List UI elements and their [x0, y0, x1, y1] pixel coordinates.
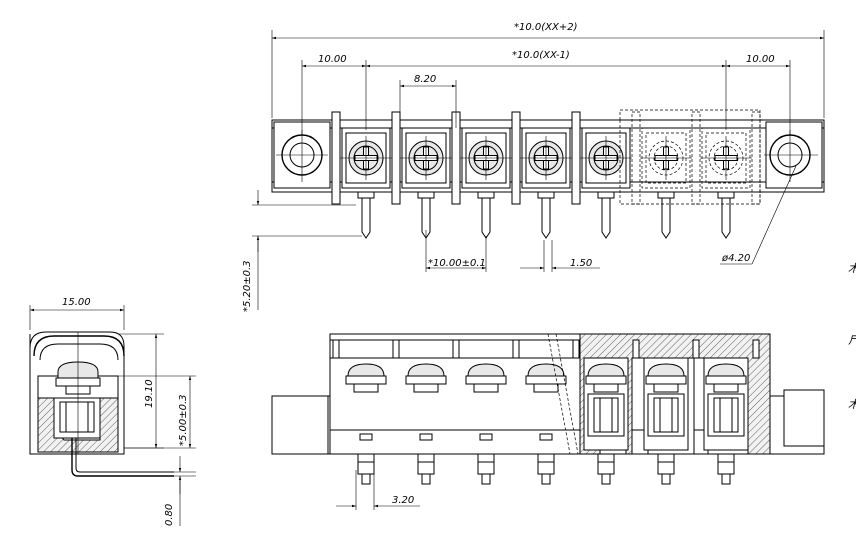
- dim-end-left: 10.00: [318, 54, 347, 65]
- front-barrier: [572, 339, 580, 359]
- dim-hole-diameter: ø4.20: [721, 253, 750, 264]
- screw-terminal: [640, 127, 692, 189]
- front-barrier: [752, 339, 760, 359]
- front-terminal: [345, 363, 387, 485]
- front-terminal: [643, 357, 689, 485]
- screw-terminal: [520, 127, 572, 189]
- dim-side-height: 19.10: [144, 379, 155, 408]
- front-terminal: [465, 363, 507, 485]
- front-terminal: [703, 357, 749, 485]
- mount-ear-right: [764, 121, 823, 189]
- front-barrier: [512, 339, 520, 359]
- barrier-wall: [571, 111, 581, 205]
- pcb-pin: [717, 191, 735, 239]
- front-barrier: [332, 339, 340, 359]
- front-barrier: [392, 339, 400, 359]
- pcb-pin: [477, 191, 495, 239]
- dim-pin-offset: *5.20±0.3: [242, 260, 253, 312]
- front-view: 3.20: [271, 333, 825, 510]
- pcb-pin: [357, 191, 375, 239]
- barrier-wall: [391, 111, 401, 205]
- dim-pin-depth: 3.20: [392, 495, 414, 506]
- front-terminals: [332, 339, 760, 485]
- screw-terminal: [580, 127, 632, 189]
- dim-pitch-span: *10.0(XX-1): [512, 50, 570, 61]
- dim-overall-length: *10.0(XX+2): [514, 22, 578, 33]
- pcb-pins: [357, 191, 735, 239]
- pcb-pin: [417, 191, 435, 239]
- top-dimensions: *10.0(XX+2) *10.0(XX-1) 10.00 10.00 8.20…: [242, 22, 825, 312]
- side-view: 15.00 19.10 *5.00±0.3 0.80: [29, 297, 196, 526]
- pcb-pin: [537, 191, 555, 239]
- barrier-wall: [511, 111, 521, 205]
- screw-terminals: [340, 127, 752, 189]
- screw-terminal: [400, 127, 452, 189]
- dim-pin-width: 1.50: [570, 258, 592, 269]
- front-terminal: [583, 357, 629, 485]
- dim-end-right: 10.00: [746, 54, 775, 65]
- top-view: [271, 109, 825, 239]
- screw-terminal: [460, 127, 512, 189]
- front-terminal: [405, 363, 447, 485]
- cut-mark-1: 木: [848, 262, 856, 275]
- front-barrier: [452, 339, 460, 359]
- dim-pin-pitch: *10.00±0.1: [428, 258, 486, 269]
- pcb-pin: [597, 191, 615, 239]
- cut-mark-3: 木: [848, 398, 856, 411]
- dim-pin-thickness: 0.80: [164, 504, 175, 526]
- cut-mark-2: 尸: [848, 334, 856, 347]
- pcb-pin: [657, 191, 675, 239]
- front-barrier: [632, 339, 640, 359]
- dim-pin-length: *5.00±0.3: [178, 394, 189, 446]
- barrier-wall: [331, 111, 341, 205]
- front-barrier: [692, 339, 700, 359]
- dim-side-width: 15.00: [62, 297, 91, 308]
- dim-screw-width: 8.20: [414, 74, 436, 85]
- front-terminal: [525, 363, 567, 485]
- screw-terminal: [700, 127, 752, 189]
- screw-terminal: [340, 127, 392, 189]
